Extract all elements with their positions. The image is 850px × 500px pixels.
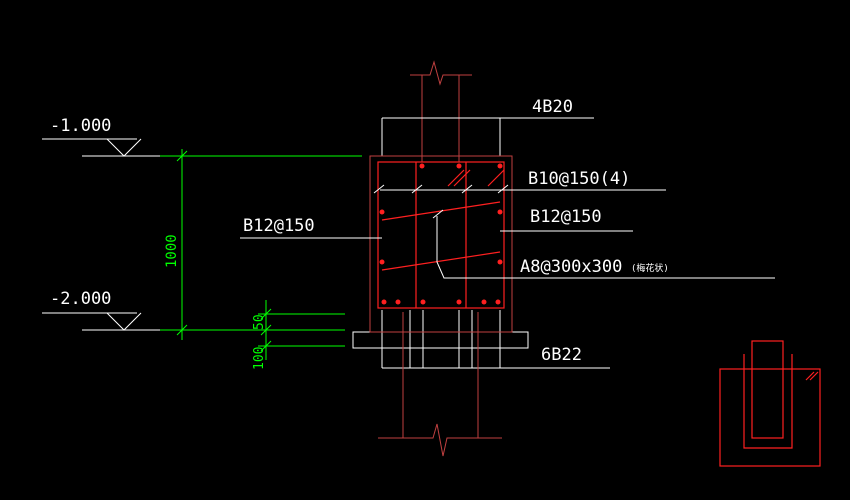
stirrup-tick-4 xyxy=(497,184,509,194)
dimension-tick-50-top xyxy=(260,308,272,320)
elevation-marker-upper: -1.000 xyxy=(42,116,362,157)
label-tie-bars: A8@300x300 xyxy=(520,257,622,277)
elevation-lower-text: -2.000 xyxy=(50,289,111,309)
detail-outer-box xyxy=(719,368,821,467)
label-side-bars-right: B12@150 xyxy=(530,207,602,227)
bottom-rebar-dot-5 xyxy=(481,299,487,305)
dimension-text-50: 50 xyxy=(252,314,267,330)
side-rebar-dot-3 xyxy=(379,259,385,265)
stirrup-outer xyxy=(377,161,505,309)
dimension-text-1000: 1000 xyxy=(164,234,180,268)
detail-hook-1 xyxy=(805,371,815,381)
side-rebar-dot-1 xyxy=(379,209,385,215)
elevation-upper-text: -1.000 xyxy=(50,116,111,136)
dimension-tick-top xyxy=(176,150,188,162)
dimension-text-100: 100 xyxy=(252,347,267,370)
dimension-tick-bottom xyxy=(176,324,188,336)
section-outer-outline xyxy=(369,155,513,333)
label-top-bars: 4B20 xyxy=(532,97,573,117)
leader-tie-bars xyxy=(436,216,775,279)
label-stirrup: B10@150(4) xyxy=(528,169,630,189)
leader-lines xyxy=(240,189,775,279)
detail-inner-bar xyxy=(751,340,784,439)
bottom-rebar-dot-1 xyxy=(381,299,387,305)
top-rebar-dot-2 xyxy=(456,163,462,169)
bottom-rebar-dot-2 xyxy=(395,299,401,305)
stirrup-hook-3 xyxy=(487,169,505,187)
detail-stirrup-outline xyxy=(743,354,793,449)
elevation-upper-triangle xyxy=(106,138,142,157)
detail-hook-2 xyxy=(809,371,819,381)
dimension-tick-100-bottom xyxy=(260,340,272,352)
rebar-ticks xyxy=(373,184,509,219)
rebar-cage xyxy=(377,161,505,309)
elevation-lower-triangle xyxy=(106,312,142,331)
side-rebar-dot-4 xyxy=(497,259,503,265)
stirrup-tick-3 xyxy=(461,184,473,194)
rebar-dots xyxy=(379,163,503,305)
upper-column xyxy=(410,60,472,162)
label-tie-bars-note: (梅花状) xyxy=(631,262,669,274)
tie-tick xyxy=(432,209,444,219)
elevation-marker-lower: -2.000 xyxy=(42,289,160,331)
bottom-rebar-dot-3 xyxy=(420,299,426,305)
label-bottom-bars: 6B22 xyxy=(541,345,582,365)
top-rebar-dot-1 xyxy=(419,163,425,169)
beam-section xyxy=(369,155,513,333)
stirrup-hook-1 xyxy=(453,169,471,187)
bottom-plate-outline xyxy=(352,331,529,349)
lower-column xyxy=(378,312,502,457)
side-rebar-dot-2 xyxy=(497,209,503,215)
dimension-group xyxy=(160,149,362,360)
dimension-tick-50-bottom xyxy=(260,324,272,336)
stirrup-hook-2 xyxy=(447,169,465,187)
lower-column-break-line xyxy=(378,423,502,457)
bottom-rebar-dot-4 xyxy=(456,299,462,305)
bottom-rebar-dot-6 xyxy=(495,299,501,305)
side-bar-diagonal-lower xyxy=(381,251,501,271)
label-side-bars-left: B12@150 xyxy=(243,216,315,236)
cap-outline xyxy=(352,117,610,369)
upper-column-break-line xyxy=(410,60,472,86)
top-rebar-dot-3 xyxy=(497,163,503,169)
stirrup-tick-2 xyxy=(411,184,423,194)
detail-symbol xyxy=(719,340,821,467)
stirrup-tick-1 xyxy=(373,184,385,194)
